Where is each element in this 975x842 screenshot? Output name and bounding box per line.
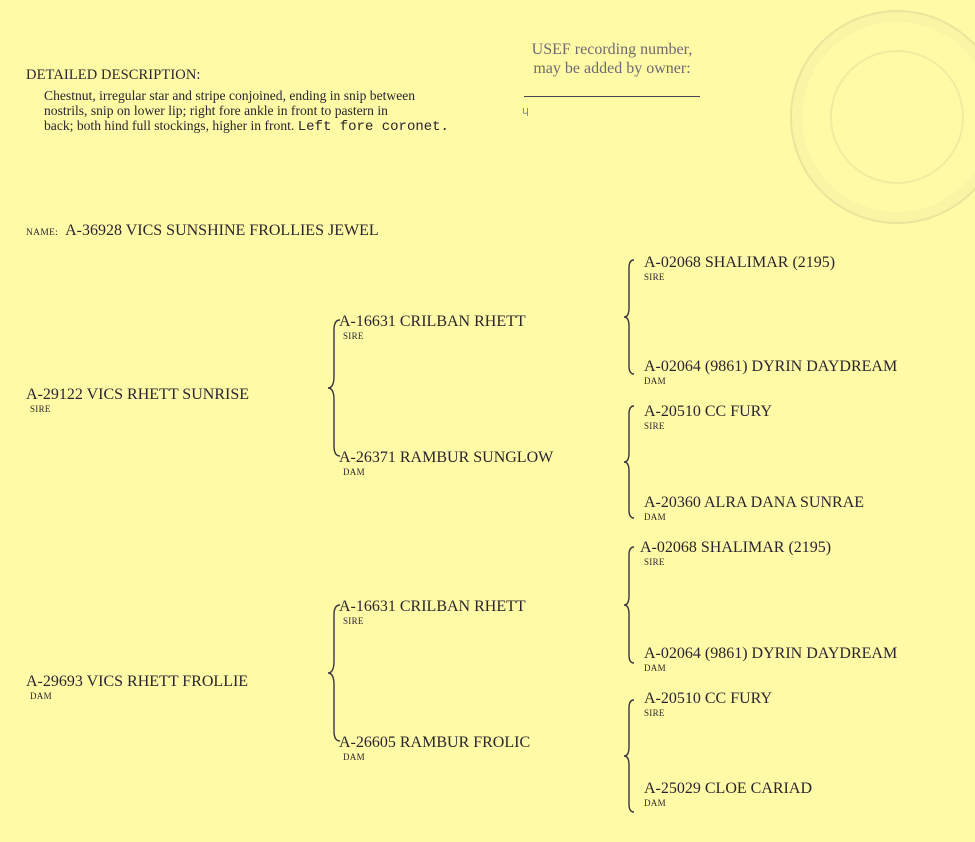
sd-dam-entry: A-20360 ALRA DANA SUNRAE DAM: [644, 494, 864, 522]
handwritten-mark: ɥ: [522, 104, 529, 117]
ds-sire-label: SIRE: [644, 557, 665, 567]
ds-dam-label: DAM: [644, 663, 666, 673]
description-line-1: Chestnut, irregular star and stripe conj…: [44, 88, 416, 103]
sd-sire-name: A-20510 CC FURY: [644, 403, 773, 420]
dd-sire-entry: A-20510 CC FURY SIRE: [644, 690, 772, 718]
description-line-2: nostrils, snip on lower lip; right fore …: [44, 103, 388, 118]
ds-dam-name: A-02064 (9861) DYRIN DAYDREAM: [644, 645, 898, 662]
dd-dam-label: DAM: [644, 798, 666, 808]
horse-name: A-36928 VICS SUNSHINE FROLLIES JEWEL: [65, 222, 379, 239]
usef-recording-label: USEF recording number, may be added by o…: [512, 40, 712, 78]
dam-sire-entry: A-16631 CRILBAN RHETT SIRE: [339, 598, 526, 626]
ss-dam-name: A-02064 (9861) DYRIN DAYDREAM: [644, 358, 898, 375]
brace-gen2-bottom: [327, 604, 341, 742]
description-line-3: back; both hind full stockings, higher i…: [44, 118, 449, 135]
sire-dam-name: A-26371 RAMBUR SUNGLOW: [339, 449, 554, 466]
ss-sire-entry: A-02068 SHALIMAR (2195) SIRE: [644, 254, 835, 282]
description-heading: DETAILED DESCRIPTION:: [26, 67, 201, 83]
dam-name: A-29693 VICS RHETT FROLLIE: [26, 673, 249, 690]
brace-gen3-1: [623, 259, 635, 375]
sire-label: SIRE: [30, 404, 51, 414]
dam-entry: A-29693 VICS RHETT FROLLIE DAM: [26, 673, 248, 701]
dd-sire-name: A-20510 CC FURY: [644, 690, 773, 707]
usef-label-line2: may be added by owner:: [533, 60, 691, 77]
ds-sire-entry: A-02068 SHALIMAR (2195) SIRE: [640, 539, 831, 567]
usef-label-line1: USEF recording number,: [531, 41, 693, 58]
ss-dam-entry: A-02064 (9861) DYRIN DAYDREAM DAM: [644, 358, 897, 386]
dam-sire-label: SIRE: [343, 616, 364, 626]
dd-sire-label: SIRE: [644, 708, 665, 718]
sd-sire-label: SIRE: [644, 421, 665, 431]
description-typed-text: Left fore coronet.: [297, 119, 449, 135]
horse-name-row: NAME: A-36928 VICS SUNSHINE FROLLIES JEW…: [26, 222, 379, 240]
sd-dam-name: A-20360 ALRA DANA SUNRAE: [644, 494, 865, 511]
ss-dam-label: DAM: [644, 376, 666, 386]
dd-dam-name: A-25029 CLOE CARIAD: [644, 780, 812, 797]
brace-gen3-3: [623, 546, 635, 664]
embossed-seal: [790, 10, 975, 224]
ss-sire-name: A-02068 SHALIMAR (2195): [644, 254, 836, 271]
sd-sire-entry: A-20510 CC FURY SIRE: [644, 403, 772, 431]
sire-dam-label: DAM: [343, 467, 365, 477]
sire-name: A-29122 VICS RHETT SUNRISE: [26, 386, 249, 403]
sire-entry: A-29122 VICS RHETT SUNRISE SIRE: [26, 386, 249, 414]
dam-sire-name: A-16631 CRILBAN RHETT: [339, 598, 526, 615]
dam-dam-name: A-26605 RAMBUR FROLIC: [339, 734, 531, 751]
dam-dam-entry: A-26605 RAMBUR FROLIC DAM: [339, 734, 530, 762]
sd-dam-label: DAM: [644, 512, 666, 522]
ss-sire-label: SIRE: [644, 272, 665, 282]
sire-sire-entry: A-16631 CRILBAN RHETT SIRE: [339, 313, 526, 341]
sire-sire-name: A-16631 CRILBAN RHETT: [339, 313, 526, 330]
dam-dam-label: DAM: [343, 752, 365, 762]
brace-gen3-2: [623, 405, 635, 519]
description-printed-text: back; both hind full stockings, higher i…: [44, 118, 295, 133]
brace-gen3-4: [623, 699, 635, 813]
name-label: NAME:: [26, 228, 59, 238]
ds-dam-entry: A-02064 (9861) DYRIN DAYDREAM DAM: [644, 645, 897, 673]
sire-dam-entry: A-26371 RAMBUR SUNGLOW DAM: [339, 449, 553, 477]
usef-recording-number-line[interactable]: [524, 96, 700, 97]
dam-label: DAM: [30, 691, 52, 701]
sire-sire-label: SIRE: [343, 331, 364, 341]
dd-dam-entry: A-25029 CLOE CARIAD DAM: [644, 780, 812, 808]
embossed-seal-inner-ring: [830, 50, 964, 184]
brace-gen2-top: [327, 319, 341, 457]
ds-sire-name: A-02068 SHALIMAR (2195): [640, 539, 832, 556]
